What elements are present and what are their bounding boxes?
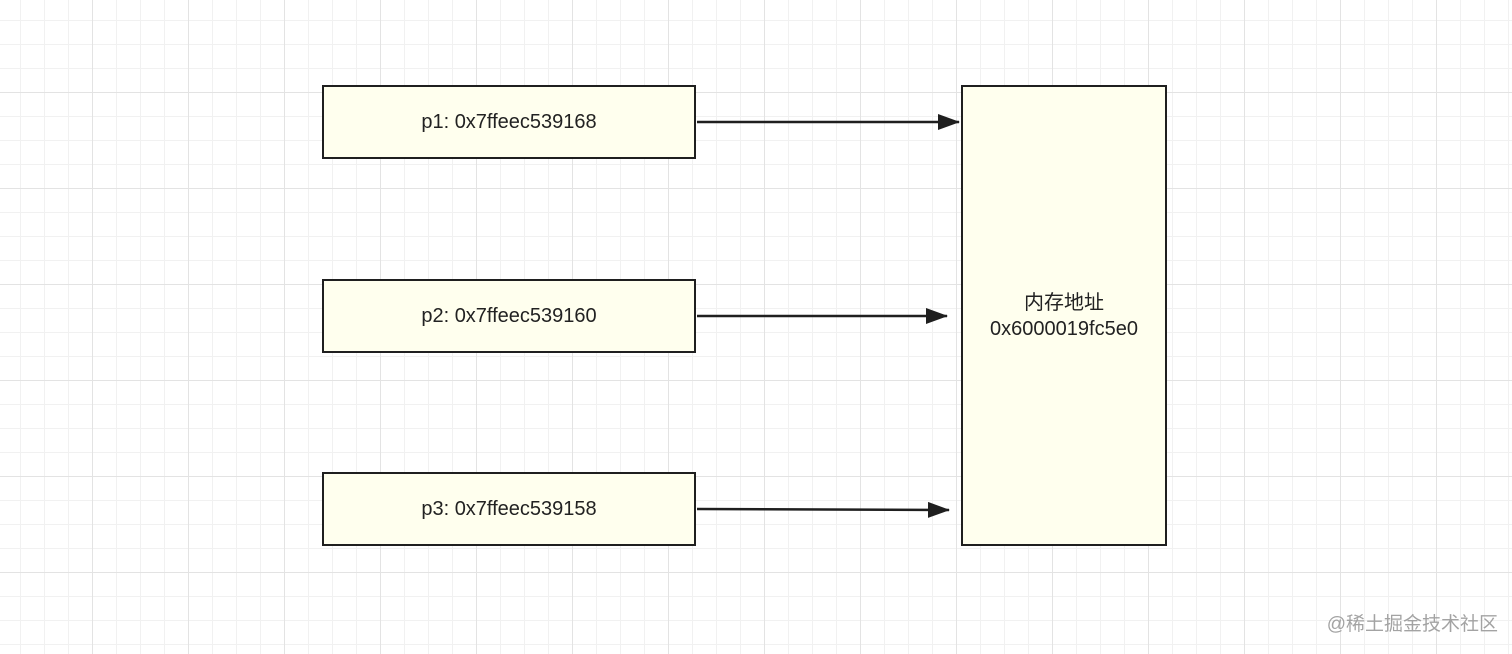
arrow-p3-to-memory	[696, 501, 950, 518]
memory-address: 0x6000019fc5e0	[990, 317, 1138, 340]
memory-title: 内存地址	[1024, 291, 1104, 314]
memory-node[interactable]: 内存地址 0x6000019fc5e0	[961, 85, 1167, 546]
pointer-node-p1[interactable]: p1: 0x7ffeec539168	[322, 85, 696, 159]
watermark-text: @稀土掘金技术社区	[1326, 614, 1498, 635]
pointer-label-p3: p3: 0x7ffeec539158	[421, 498, 597, 520]
pointer-label-p1: p1: 0x7ffeec539168	[421, 111, 597, 133]
pointer-node-p2[interactable]: p2: 0x7ffeec539160	[322, 279, 696, 353]
pointer-node-p3[interactable]: p3: 0x7ffeec539158	[322, 472, 696, 546]
pointer-label-p2: p2: 0x7ffeec539160	[421, 305, 597, 327]
